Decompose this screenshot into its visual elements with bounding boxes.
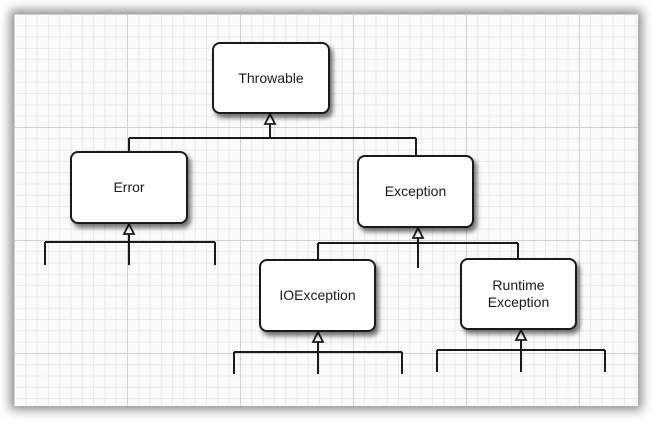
node-exception: Exception <box>357 155 474 228</box>
edge-throwable-children <box>128 124 417 157</box>
node-ioexception: IOException <box>259 259 376 332</box>
node-runtime-exception: Runtime Exception <box>460 258 577 330</box>
edge-exception-children <box>317 238 519 268</box>
edge-runtime-exception-children <box>436 340 606 372</box>
node-throwable: Throwable <box>212 42 330 114</box>
arrowhead-ioexception <box>311 329 325 343</box>
edge-error-children <box>44 234 216 265</box>
arrowhead-exception <box>411 225 425 239</box>
edge-ioexception-children <box>233 342 403 374</box>
node-error: Error <box>70 151 188 224</box>
arrowhead-error <box>122 221 136 235</box>
arrowhead-throwable <box>263 111 277 125</box>
arrowhead-runtime-exception <box>514 327 528 341</box>
